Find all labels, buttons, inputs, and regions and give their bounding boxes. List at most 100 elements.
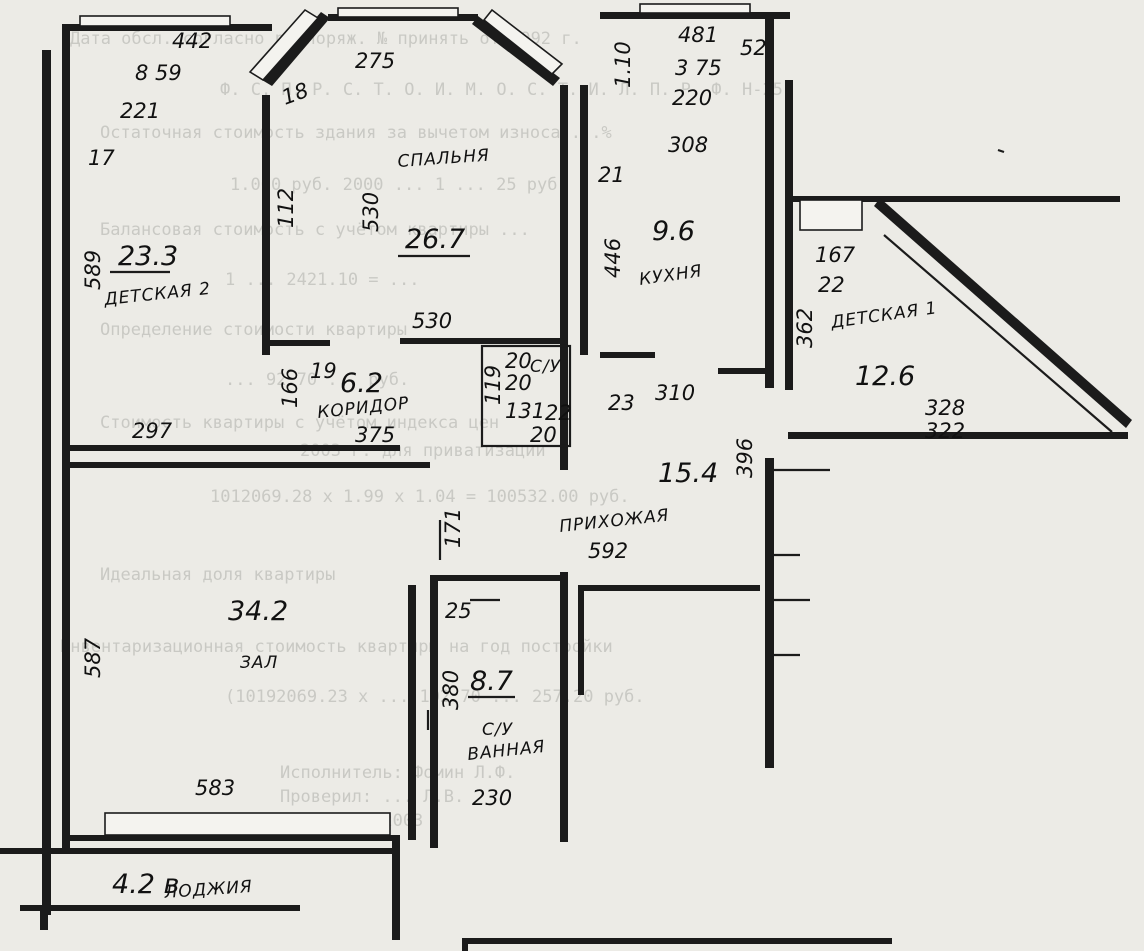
bg-line-12: Идеальная доля квартиры — [100, 565, 335, 585]
frame-bottom — [462, 938, 892, 944]
window-bay-left — [248, 8, 320, 82]
dim-442: 442 — [172, 29, 212, 53]
wall-storage-left — [578, 585, 584, 695]
dim-17: 17 — [88, 146, 115, 170]
room-name-bath: С/У — [482, 720, 514, 740]
bg-line-6: 1 ... 2421.10 = ... — [225, 270, 419, 290]
bg-line-11: 1012069.28 x 1.99 x 1.04 = 100532.00 руб… — [210, 487, 630, 507]
dim-131: 131 — [505, 399, 545, 423]
room-area-corridor: 6.2 — [340, 368, 383, 399]
room-area-child1: 12.6 — [855, 361, 915, 392]
dim-221: 221 — [120, 99, 160, 123]
wall-child2-bottom — [70, 445, 400, 451]
dim-297: 297 — [132, 419, 173, 443]
wall-loggia-top — [0, 848, 400, 854]
wall-kitchen-bottom-right — [718, 368, 766, 374]
room-area-living: 34.2 — [228, 596, 288, 627]
dim-110: 1.10 — [611, 41, 635, 88]
dim-20-a: 20 — [505, 349, 532, 373]
dim-25: 25 — [445, 599, 472, 623]
bg-line-4: 1.000 руб. 2000 ... 1 ... 25 руб. — [230, 175, 568, 195]
dim-859: 8 59 — [135, 61, 182, 85]
dim-310: 310 — [655, 381, 695, 405]
dim-22: 22 — [818, 273, 845, 297]
bg-line-1: Дата обсл. согласно распоряж. № принять … — [70, 29, 582, 49]
window-bedroom — [337, 7, 459, 18]
dim-220: 220 — [672, 86, 712, 110]
dim-380: 380 — [439, 670, 463, 710]
dim-328: 328 — [925, 396, 965, 420]
frame-bottom-left — [462, 938, 468, 951]
dim-20-c: 20 — [530, 423, 557, 447]
bg-line-3: Остаточная стоимость здания за вычетом и… — [100, 123, 612, 143]
room-area-bath: 8.7 — [470, 666, 513, 697]
wall-left-exterior — [42, 50, 51, 915]
wall-bath-left — [430, 578, 438, 848]
room-name-child1: ДЕТСКАЯ 1 — [829, 298, 939, 333]
wall-bedroom-bottom — [400, 338, 560, 344]
bg-line-2: Ф. С. П. Р. С. Т. О. И. М. О. С. Т. И. Л… — [220, 80, 783, 100]
wall-wc — [480, 344, 572, 448]
dim-322: 322 — [925, 419, 965, 443]
dim-52: 52 — [740, 36, 767, 60]
wall-bath-top — [430, 575, 560, 581]
dim-375-corridor: 375 — [355, 423, 395, 447]
wall-bedroom-kitchen — [560, 85, 568, 470]
wall-bottom-child1 — [788, 432, 1128, 439]
room-name-kitchen: КУХНЯ — [638, 261, 704, 290]
wall-living-top — [70, 462, 430, 468]
wall-hall-right — [765, 458, 774, 768]
pen-marks — [426, 148, 1005, 730]
room-name-child2: ДЕТСКАЯ 2 — [102, 279, 212, 310]
window-child1 — [799, 199, 863, 231]
dim-112: 112 — [274, 188, 298, 228]
dim-275: 275 — [355, 49, 395, 73]
bg-line-9: Стоимость квартиры с учётом индекса цен — [100, 413, 499, 433]
bg-line-13: Инвентаризационная стоимость квартиры на… — [60, 637, 613, 657]
dim-396: 396 — [733, 438, 757, 478]
wall-bay-right — [472, 16, 560, 86]
room-name-living: ЗАЛ — [240, 653, 278, 673]
bg-line-8: ... 92.70 ... руб. — [225, 370, 409, 390]
wall-loggia-bottom — [20, 905, 300, 911]
dim-21: 21 — [598, 163, 625, 187]
dim-166: 166 — [278, 368, 302, 408]
window-child2 — [79, 15, 231, 27]
dim-20-b: 20 — [505, 371, 532, 395]
dim-375: 3 75 — [675, 56, 722, 80]
room-name-hall: ПРИХОЖАЯ — [558, 506, 670, 537]
room-area-loggia: 4.2 в — [112, 869, 179, 900]
window-living — [104, 812, 391, 836]
dim-171: 171 — [441, 508, 465, 548]
wall-left-inner — [62, 30, 70, 850]
room-name-bedroom: СПАЛЬНЯ — [397, 146, 490, 172]
wall-bath-right — [560, 572, 568, 842]
dim-362: 362 — [793, 308, 817, 348]
bg-line-5: Балансовая стоимость с учётом квартиры .… — [100, 220, 530, 240]
room-area-hall: 15.4 — [658, 458, 718, 489]
bg-line-7: Определение стоимости квартиры — [100, 320, 407, 340]
wall-child2-bedroom — [262, 95, 270, 355]
pen-dot — [997, 148, 1005, 154]
dim-167: 167 — [815, 243, 856, 267]
wall-kitchen-left — [580, 85, 588, 355]
wall-hall-bottom — [580, 585, 760, 591]
wall-living-bottom — [70, 835, 400, 841]
dim-230: 230 — [472, 786, 512, 810]
wall-top-child1 — [790, 196, 1120, 202]
wall-top-kitchen — [600, 12, 790, 19]
wall-kitchen-right-outer — [785, 80, 793, 390]
room-area-bedroom: 26.7 — [405, 224, 465, 255]
window-bay-right — [482, 8, 564, 76]
room-name-bath-2: ВАННАЯ — [466, 737, 546, 765]
dim-446: 446 — [601, 238, 625, 278]
dim-587: 587 — [81, 637, 105, 678]
room-labels: ДЕТСКАЯ 2 23.3 СПАЛЬНЯ 26.7 КУХНЯ 9.6 ДЕ… — [102, 146, 938, 903]
wall-loggia-right — [392, 840, 400, 940]
dim-530-vertical: 530 — [359, 192, 383, 232]
dim-589: 589 — [81, 250, 105, 290]
dim-119: 119 — [481, 365, 505, 405]
wall-living-right — [408, 585, 416, 840]
dim-23: 23 — [608, 391, 635, 415]
